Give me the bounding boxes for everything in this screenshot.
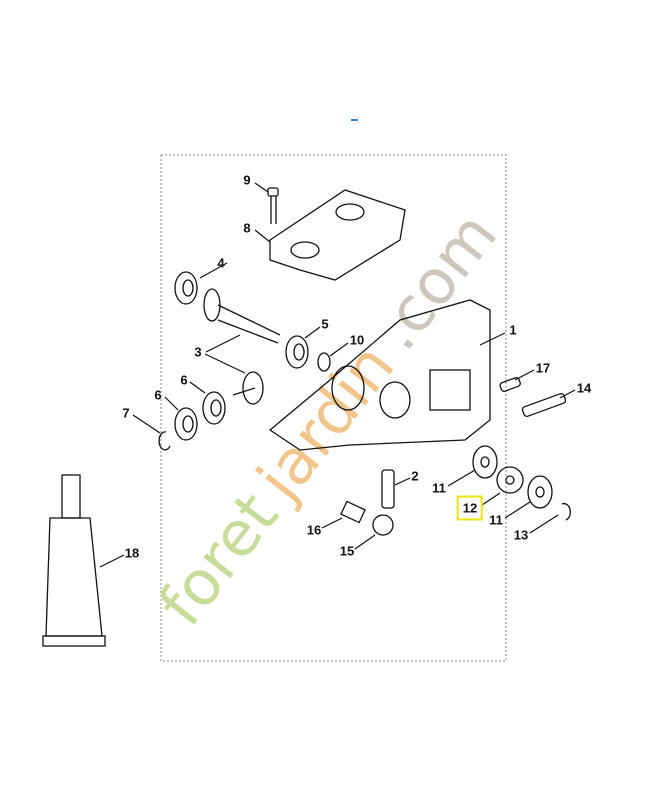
- svg-text:.com: .com: [360, 199, 511, 364]
- part-18-grease-tube: [42, 474, 106, 647]
- part-label: 13: [513, 527, 529, 543]
- assembly-frame: [160, 154, 507, 662]
- part-label: 17: [535, 360, 551, 376]
- part-16-spring: [340, 500, 366, 524]
- part-17-screw: [499, 377, 521, 392]
- part-label: 7: [122, 405, 130, 421]
- part-6-bearing: [202, 391, 226, 425]
- part-11-washer: [472, 445, 498, 479]
- part-label: 16: [306, 522, 322, 538]
- part-label: 18: [124, 545, 140, 561]
- part-label: 14: [576, 380, 592, 396]
- part-8-bearing-cap: [269, 189, 406, 281]
- part-label: 5: [321, 316, 329, 332]
- part-3-gear: [232, 371, 264, 405]
- part-label: 2: [411, 468, 419, 484]
- part-4-bearing: [174, 271, 198, 305]
- part-5-bearing: [285, 335, 309, 369]
- part-6-bearing: [174, 407, 198, 441]
- part-7-circlip: [158, 431, 171, 451]
- part-label: 6: [154, 387, 162, 403]
- part-1-housing: [268, 299, 491, 451]
- part-15-adjuster: [372, 514, 394, 536]
- part-10-ring: [317, 352, 331, 372]
- svg-text:jardin: jardin: [242, 330, 409, 515]
- part-label: 4: [217, 255, 225, 271]
- part-label: 8: [243, 220, 251, 236]
- blue-mark: [351, 119, 358, 121]
- part-13-clip: [561, 502, 571, 521]
- part-3-gear-shaft: [203, 288, 281, 344]
- part-label: 11: [489, 512, 503, 528]
- part-label: 1: [509, 322, 517, 338]
- part-11-washer: [527, 475, 553, 509]
- part-label: 6: [180, 372, 188, 388]
- part-label: 15: [339, 543, 355, 559]
- part-2-pin: [381, 469, 395, 509]
- svg-text:foret: foret: [144, 479, 292, 639]
- part-14-stud: [521, 392, 567, 418]
- part-label: 11: [432, 480, 446, 496]
- part-label: 10: [349, 332, 365, 348]
- part-12-sprocket: [496, 466, 524, 494]
- watermark: foret jardin .com: [144, 199, 511, 640]
- part-9-screw: [267, 187, 279, 224]
- highlighted-part-label[interactable]: 12: [456, 495, 484, 521]
- part-label: 9: [243, 172, 251, 188]
- part-label: 3: [194, 344, 202, 360]
